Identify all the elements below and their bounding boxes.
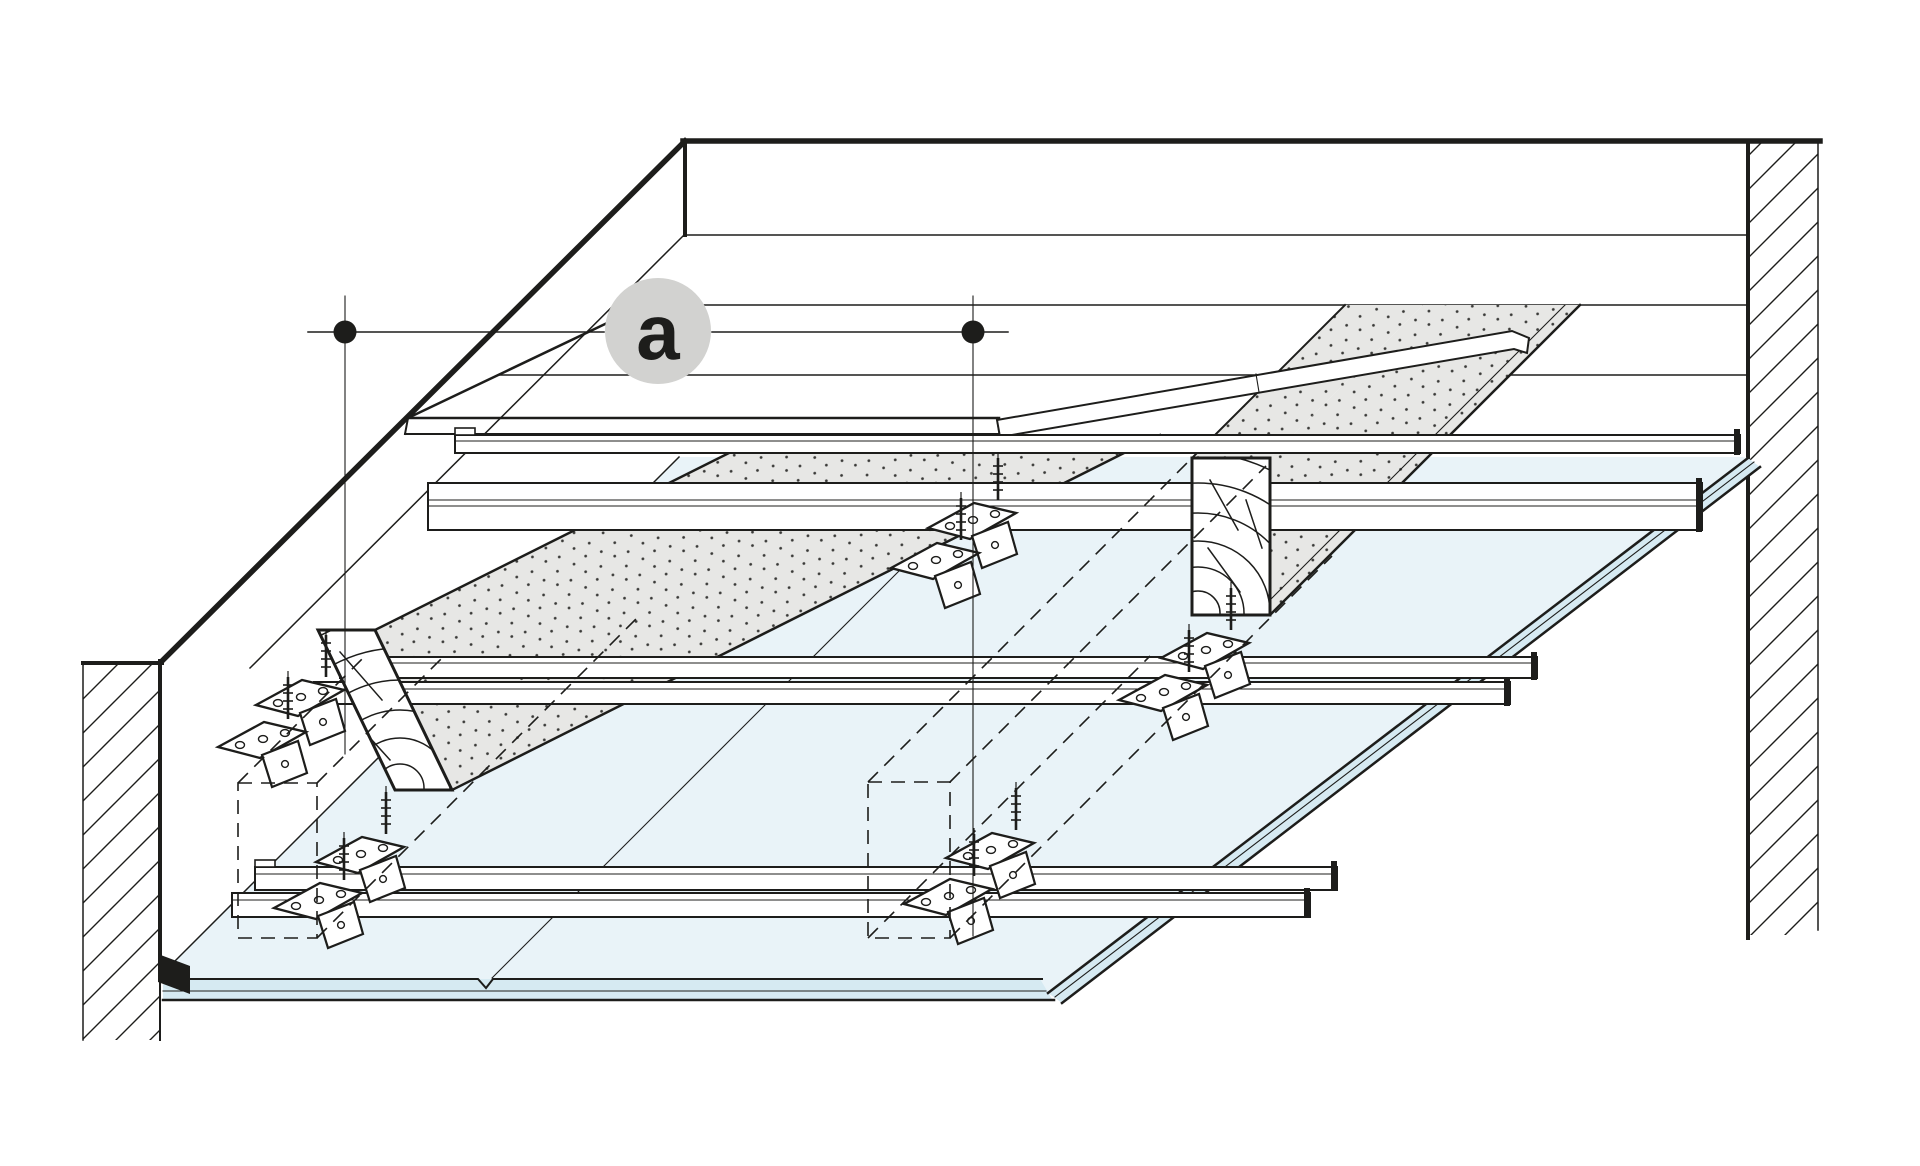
- dimension-label: a: [636, 288, 680, 376]
- furring-channel-front: [231, 859, 1338, 918]
- batten-projection-center: [867, 781, 951, 939]
- hidden-projections: [237, 459, 1333, 939]
- dimension-dot-left: [333, 320, 357, 344]
- dimension-a: a: [307, 278, 1009, 937]
- left-wall-section: [81, 659, 164, 1041]
- furring-channel-back: [427, 427, 1741, 532]
- left-wall-ceiling-diagonal: [156, 137, 689, 667]
- room-shell: [81, 137, 1823, 1041]
- dimension-label-circle: [605, 278, 711, 384]
- tilted-board-seam: [1255, 373, 1260, 393]
- wall-seam-notch: [158, 954, 190, 994]
- furring-channel-middle: [313, 649, 1538, 706]
- furring-channels: [231, 427, 1741, 918]
- left-wall-hatch: [83, 663, 160, 1040]
- right-wall-hatch: [1748, 141, 1818, 935]
- right-wall-section: [1746, 139, 1819, 940]
- dimension-dot-right: [961, 320, 985, 344]
- batten-right-end-face: [1190, 456, 1272, 617]
- batten-end-faces: [315, 456, 1272, 792]
- panel-front-edge: [163, 979, 1052, 999]
